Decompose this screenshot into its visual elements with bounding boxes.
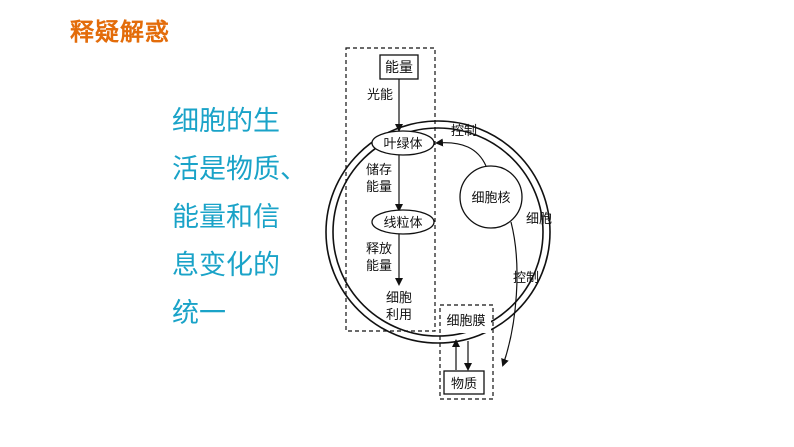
membrane-label: 细胞膜 [446, 314, 485, 329]
release-label-line2: 能量 [366, 259, 392, 274]
release-label-line1: 释放 [366, 242, 392, 257]
mitochondria-label: 线粒体 [383, 216, 422, 231]
statement-line: 息变化的 [172, 250, 280, 281]
energy-dashed-region [345, 47, 436, 332]
membrane-label-bg [442, 307, 491, 333]
control-arrow-bottom [501, 221, 518, 367]
chloroplast-label: 叶绿体 [383, 137, 422, 152]
use-label-line2: 利用 [386, 308, 412, 323]
page-title: 释疑解惑 [70, 18, 170, 46]
statement-line: 统一 [172, 298, 226, 329]
chloroplast-shape [371, 130, 435, 156]
matter-box-label: 物质 [451, 377, 477, 392]
control-label-top: 控制 [451, 124, 477, 139]
statement-line: 细胞的生 [172, 106, 280, 137]
statement-text: 细胞的生 活是物质、 能量和信 息变化的 统一 [172, 98, 312, 338]
control-label-bottom: 控制 [513, 271, 539, 286]
nucleus-label: 细胞核 [471, 191, 510, 206]
statement-line: 活是物质、 [172, 154, 307, 185]
nucleus-shape [459, 165, 523, 229]
cell-label: 细胞 [526, 212, 552, 227]
store-label-line2: 能量 [366, 180, 392, 195]
use-label-line1: 细胞 [386, 291, 412, 306]
energy-box-label: 能量 [385, 60, 413, 76]
light-label: 光能 [367, 88, 393, 103]
membrane-dashed-region [439, 304, 494, 400]
cell-outer-membrane [325, 120, 551, 344]
control-arrow-top [435, 138, 487, 167]
mitochondria-shape [371, 209, 435, 235]
statement-line: 能量和信 [172, 202, 280, 233]
matter-box [443, 370, 485, 395]
store-label-line1: 储存 [366, 163, 392, 178]
cell-inner-membrane [332, 127, 544, 337]
